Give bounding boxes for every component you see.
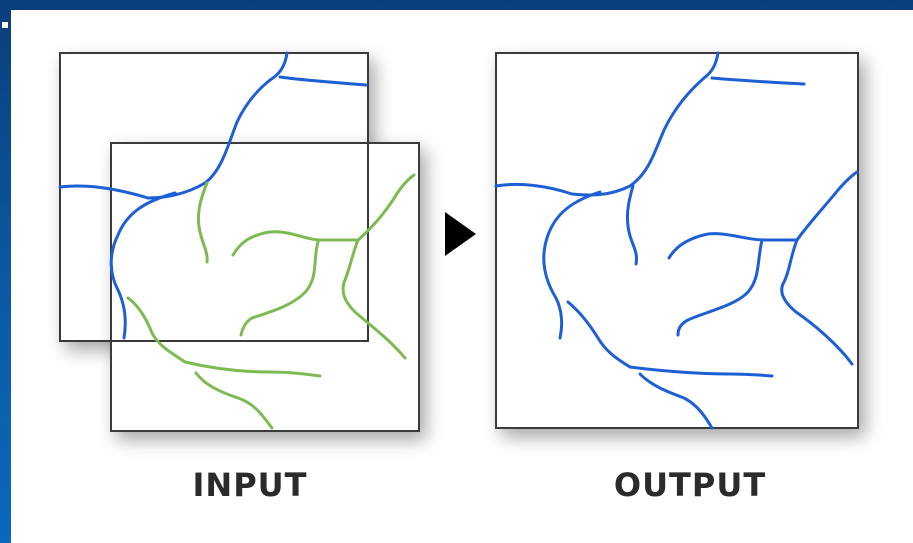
input-blue-streams — [58, 51, 368, 340]
input-label: INPUT — [192, 466, 308, 504]
bullet-marker — [2, 22, 8, 28]
input-raster-b — [110, 142, 420, 432]
output-streams — [494, 51, 859, 430]
input-raster-a-outline — [59, 52, 369, 342]
input-green-streams — [126, 173, 416, 430]
play-triangle-icon — [445, 212, 476, 256]
output-label: OUTPUT — [613, 466, 767, 504]
